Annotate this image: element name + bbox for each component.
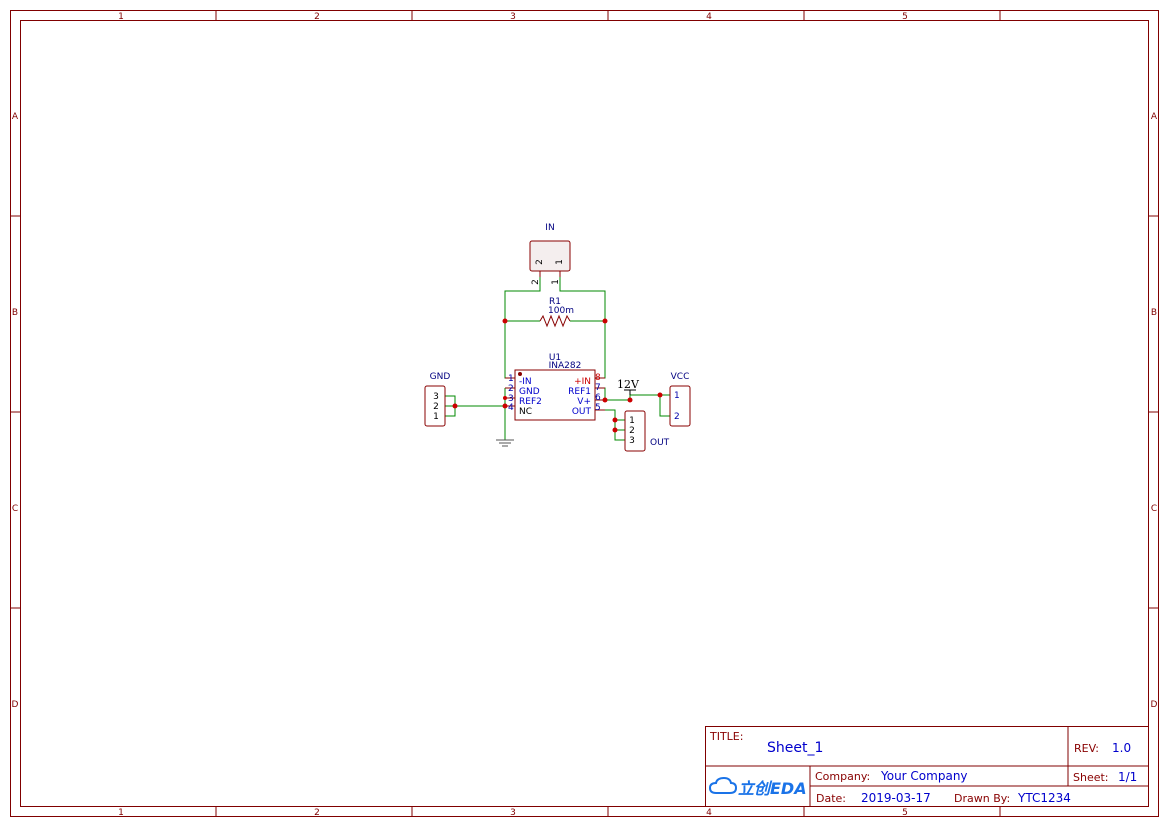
col-label-1-top: 1 — [118, 12, 124, 22]
r1-designator: R1 — [549, 297, 561, 307]
title-value: Sheet_1 — [767, 740, 823, 756]
date-value: 2019-03-17 — [861, 791, 931, 805]
out-connector[interactable]: 1 2 3 OUT — [624, 410, 670, 452]
col-label-3-top: 3 — [510, 12, 516, 22]
r1-value: 100m — [548, 306, 574, 316]
col-label-2-bottom: 2 — [314, 808, 320, 818]
company-label: Company: — [815, 770, 870, 783]
rev-label: REV: — [1074, 742, 1099, 755]
row-label-b-right: B — [1151, 308, 1157, 318]
lceda-logo-icon: 立创EDA — [708, 776, 807, 798]
in-pin-num-1: 1 — [551, 279, 561, 285]
vcc-pin-1: 1 — [674, 391, 680, 401]
u1-pin-num-4: 4 — [508, 403, 514, 413]
drawn-by-value: YTC1234 — [1017, 791, 1071, 805]
sheet-frame: 1 2 3 4 5 1 2 3 4 5 A B C D A B C D — [10, 10, 1159, 818]
drawn-by-label: Drawn By: — [954, 792, 1010, 805]
ground-symbol-icon — [496, 439, 514, 447]
vcc-connector-designator: VCC — [671, 372, 690, 382]
junctions — [452, 318, 663, 433]
u1-part-number: INA282 — [549, 361, 582, 371]
row-label-a-left: A — [12, 112, 19, 122]
logo-text: 立创EDA — [738, 779, 807, 798]
u1-pin-num-1: 1 — [508, 374, 514, 384]
in-connector-designator: IN — [545, 223, 554, 233]
u1-pin-num-3: 3 — [508, 394, 514, 404]
u1-designator: U1 — [549, 353, 561, 363]
out-pin-3: 3 — [629, 436, 635, 446]
u1-pin-name-out: OUT — [572, 407, 592, 417]
u1-pin-name-minus-in: -IN — [519, 377, 532, 387]
gnd-pin-3: 3 — [433, 392, 439, 402]
row-label-c-left: C — [12, 504, 18, 514]
out-pin-2: 2 — [629, 426, 635, 436]
u1-pin-name-plus-in: +IN — [574, 377, 591, 387]
u1-pin-num-6: 6 — [595, 393, 601, 403]
net-12v-text: 12V — [617, 378, 640, 391]
gnd-connector-designator: GND — [430, 372, 451, 382]
u1-pin-name-gnd: GND — [519, 387, 540, 397]
u1-pin-name-ref1: REF1 — [568, 387, 591, 397]
rev-value: 1.0 — [1112, 741, 1131, 755]
u1-pin-name-ref2: REF2 — [519, 397, 542, 407]
title-block: TITLE: Sheet_1 REV: 1.0 立创EDA Company: Y… — [705, 726, 1149, 807]
u1-pin-num-7: 7 — [595, 383, 601, 393]
ic-u1[interactable]: U1 INA282 1 2 3 4 -IN GND REF2 NC 8 7 6 … — [505, 353, 605, 421]
u1-pin-name-vplus: V+ — [577, 397, 591, 407]
gnd-pin-2: 2 — [433, 402, 439, 412]
resistor-r1[interactable]: R1 100m — [539, 297, 574, 328]
vcc-connector[interactable]: VCC 1 2 — [669, 372, 691, 427]
in-pin-2: 2 — [535, 259, 545, 265]
u1-pin-num-2: 2 — [508, 384, 514, 394]
sheet-value: 1/1 — [1118, 770, 1137, 784]
col-label-2-top: 2 — [314, 12, 320, 22]
col-label-5-bottom: 5 — [902, 808, 908, 818]
vcc-pin-2: 2 — [674, 412, 680, 422]
u1-pin-num-5: 5 — [595, 403, 601, 413]
in-pin-1: 1 — [555, 259, 565, 265]
row-label-c-right: C — [1151, 504, 1157, 514]
sheet-label: Sheet: — [1073, 771, 1109, 784]
gnd-connector[interactable]: GND 3 2 1 — [424, 372, 451, 427]
col-label-1-bottom: 1 — [118, 808, 124, 818]
row-label-a-right: A — [1151, 112, 1158, 122]
out-pin-1: 1 — [629, 416, 635, 426]
row-label-b-left: B — [12, 308, 18, 318]
row-label-d-right: D — [1151, 700, 1158, 710]
row-label-d-left: D — [12, 700, 19, 710]
col-label-4-bottom: 4 — [706, 808, 712, 818]
date-label: Date: — [816, 792, 846, 805]
u1-pin-name-nc: NC — [519, 407, 532, 417]
col-label-3-bottom: 3 — [510, 808, 516, 818]
title-label: TITLE: — [709, 730, 743, 743]
col-label-5-top: 5 — [902, 12, 908, 22]
col-label-4-top: 4 — [706, 12, 712, 22]
gnd-pin-1: 1 — [433, 412, 439, 422]
net-label-12v[interactable]: 12V — [617, 378, 640, 395]
in-connector[interactable]: IN 2 1 2 1 — [529, 223, 571, 285]
in-pin-num-2: 2 — [531, 279, 541, 285]
u1-pin-num-8: 8 — [595, 373, 601, 383]
company-value: Your Company — [880, 769, 968, 783]
out-connector-designator: OUT — [650, 438, 670, 448]
